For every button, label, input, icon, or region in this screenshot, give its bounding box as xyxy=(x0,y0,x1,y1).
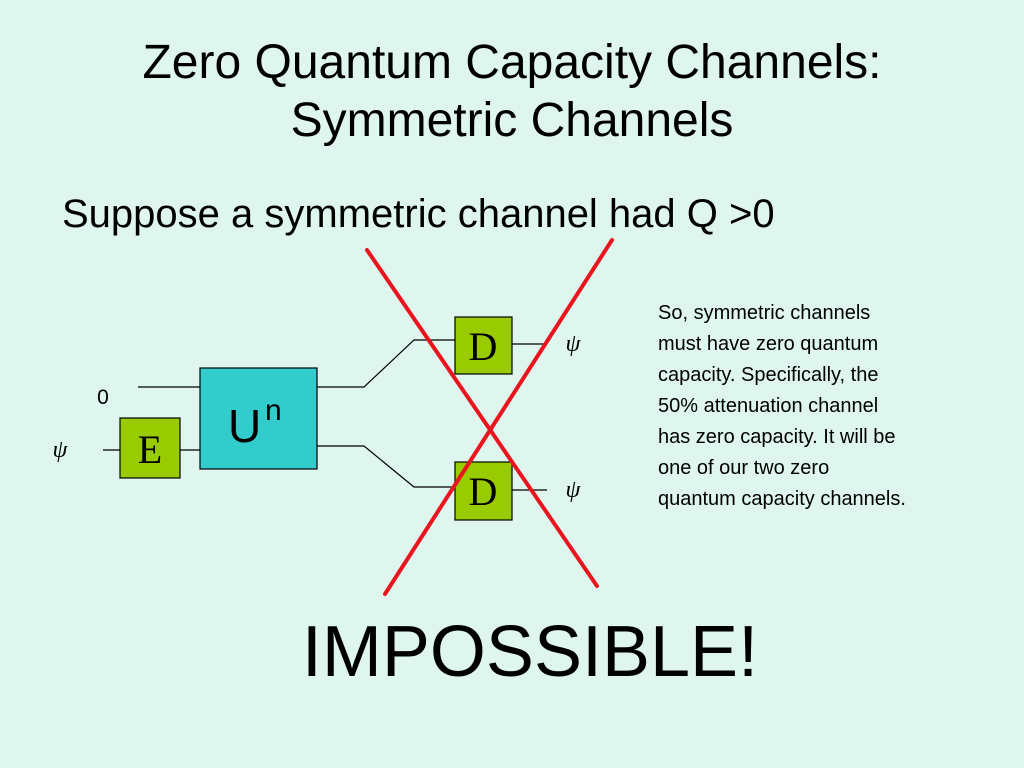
upper-decoder-label: D xyxy=(469,324,498,369)
lower-output-psi-symbol: ψ xyxy=(566,477,582,503)
title-line-2: Symmetric Channels xyxy=(290,94,734,147)
cross-stroke-1 xyxy=(365,248,599,588)
note-line: 50% attenuation channel xyxy=(658,395,879,417)
side-note: So, symmetric channels must have zero qu… xyxy=(658,298,998,515)
unitary-box: U n xyxy=(199,367,318,470)
circuit-wires xyxy=(103,339,547,491)
input-psi-symbol: ψ xyxy=(53,437,69,463)
unitary-label: U xyxy=(228,400,261,452)
upper-output-wire xyxy=(317,339,455,388)
cross-stroke-2 xyxy=(383,238,614,596)
note-line: capacity. Specifically, the xyxy=(658,364,879,386)
lower-output-wire xyxy=(317,445,455,488)
unitary-superscript: n xyxy=(265,394,282,427)
ancilla-zero-label: 0 xyxy=(97,386,109,409)
slide-title: Zero Quantum Capacity Channels: Symmetri… xyxy=(0,34,1024,150)
note-line: must have zero quantum xyxy=(658,333,879,355)
upper-output-psi-symbol: ψ xyxy=(566,331,582,357)
subtitle: Suppose a symmetric channel had Q >0 xyxy=(62,192,775,236)
note-line: one of our two zero xyxy=(658,457,830,479)
lower-decoder-label: D xyxy=(469,469,498,514)
impossible-cross-mark xyxy=(365,238,614,596)
encoder-box: E xyxy=(119,417,181,479)
note-line: has zero capacity. It will be xyxy=(658,426,896,448)
impossible-conclusion: IMPOSSIBLE! xyxy=(301,612,759,692)
encoder-label: E xyxy=(138,427,162,472)
title-line-1: Zero Quantum Capacity Channels: xyxy=(142,36,882,89)
note-line: So, symmetric channels xyxy=(658,302,871,324)
upper-decoder-box: D xyxy=(454,316,513,375)
note-line: quantum capacity channels. xyxy=(658,488,906,510)
